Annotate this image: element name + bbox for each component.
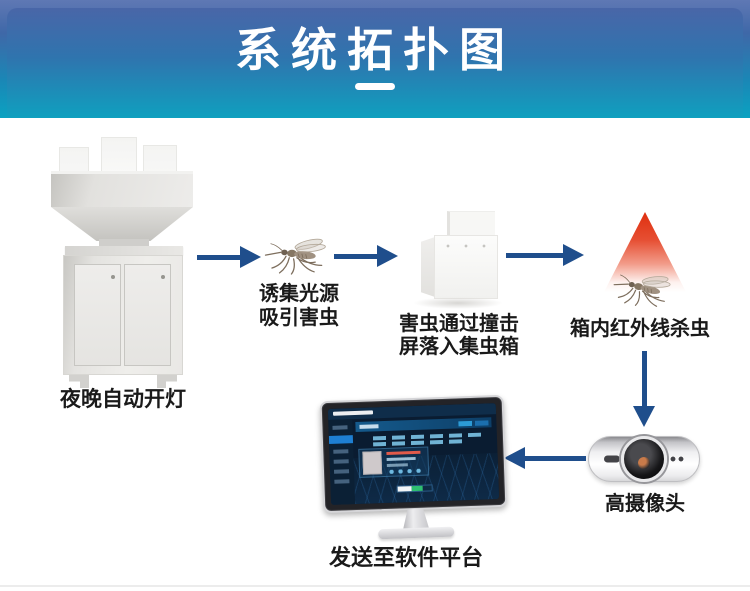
machine-cabinet	[63, 255, 183, 375]
header-banner	[7, 8, 743, 118]
collector-caption-line2: 屏落入集虫箱	[399, 336, 519, 358]
flow-arrow-camera-to-platform	[504, 447, 586, 469]
screen-card-icons	[386, 468, 423, 474]
arrow-shaft	[641, 351, 647, 406]
camera-lens-icon	[621, 436, 667, 482]
monitor-stand	[402, 509, 429, 530]
mosquito-icon	[264, 238, 326, 275]
lure-caption-line1: 诱集光源	[259, 283, 339, 305]
screen-card-text	[386, 451, 421, 456]
screen-title-text	[332, 410, 374, 417]
arrow-head-right-icon	[563, 244, 584, 266]
collector-caption-line1: 害虫通过撞击	[399, 313, 519, 335]
screen-card-thumbnail	[362, 451, 383, 475]
cabinet-door-right	[124, 264, 171, 366]
flow-arrow-machine-to-mosquito	[197, 246, 261, 268]
screen-text-row	[372, 438, 464, 446]
machine-collar	[99, 239, 149, 247]
collector-left-face	[421, 237, 435, 297]
screen-nav-item	[333, 448, 349, 454]
camera-caption: 高摄像头	[605, 493, 685, 515]
screen-content-header	[355, 417, 492, 433]
machine-hopper-top	[51, 171, 193, 207]
monitor-illustration	[318, 394, 511, 543]
lure-caption-line2: 吸引害虫	[259, 307, 339, 329]
screen-progress-bar	[396, 484, 433, 494]
camera-dots-detail	[669, 456, 685, 462]
screen-detail-card	[357, 446, 430, 478]
screen-nav-item	[334, 458, 349, 464]
collector-box-illustration	[413, 211, 503, 309]
page-title: 系统拓扑图	[235, 24, 515, 76]
collector-screw-dots	[439, 243, 493, 249]
infrared-caption: 箱内红外线杀虫	[570, 318, 710, 340]
arrow-shaft	[506, 252, 563, 258]
arrow-head-right-icon	[240, 246, 261, 268]
bottom-divider	[0, 585, 750, 587]
progress-segment	[411, 486, 423, 492]
arrow-shaft	[197, 254, 240, 260]
lure-caption: 诱集光源 吸引害虫	[238, 282, 360, 330]
software-dashboard-screen	[327, 403, 500, 505]
arrow-shaft	[334, 253, 377, 259]
machine-plate	[65, 246, 183, 255]
camera-slot-detail	[604, 455, 620, 463]
collector-caption: 害虫通过撞击 屏落入集虫箱	[385, 313, 533, 359]
flow-arrow-box-to-infrared	[506, 244, 584, 266]
arrow-shaft	[525, 455, 586, 461]
platform-caption: 发送至软件平台	[328, 545, 483, 570]
header-background: 系统拓扑图	[0, 0, 750, 118]
screen-nav-item	[334, 478, 350, 484]
screen-sidebar	[328, 418, 355, 505]
progress-segment	[397, 486, 412, 492]
screen-nav-item-active	[328, 434, 353, 444]
screen-top-bar	[327, 403, 497, 420]
hd-camera-illustration	[588, 436, 700, 482]
monitor-base	[378, 526, 455, 540]
flow-arrow-infrared-to-camera	[633, 351, 655, 427]
screen-nav-item	[332, 424, 348, 430]
machine-funnel	[51, 207, 193, 241]
arrow-head-right-icon	[377, 245, 398, 267]
screen-card-text	[386, 457, 416, 462]
light-trap-machine-illustration	[45, 137, 197, 389]
cabinet-door-left	[74, 264, 121, 366]
screen-nav-item	[334, 468, 350, 474]
screen-card-text	[386, 462, 408, 467]
arrow-head-down-icon	[633, 406, 655, 427]
collector-shadow	[413, 297, 503, 309]
arrow-head-left-icon	[504, 447, 525, 469]
mosquito-icon	[613, 274, 671, 307]
title-underline-dash	[355, 83, 395, 90]
machine-caption: 夜晚自动开灯	[60, 388, 186, 411]
flow-arrow-mosquito-to-box	[334, 245, 398, 267]
monitor-frame	[319, 394, 508, 514]
